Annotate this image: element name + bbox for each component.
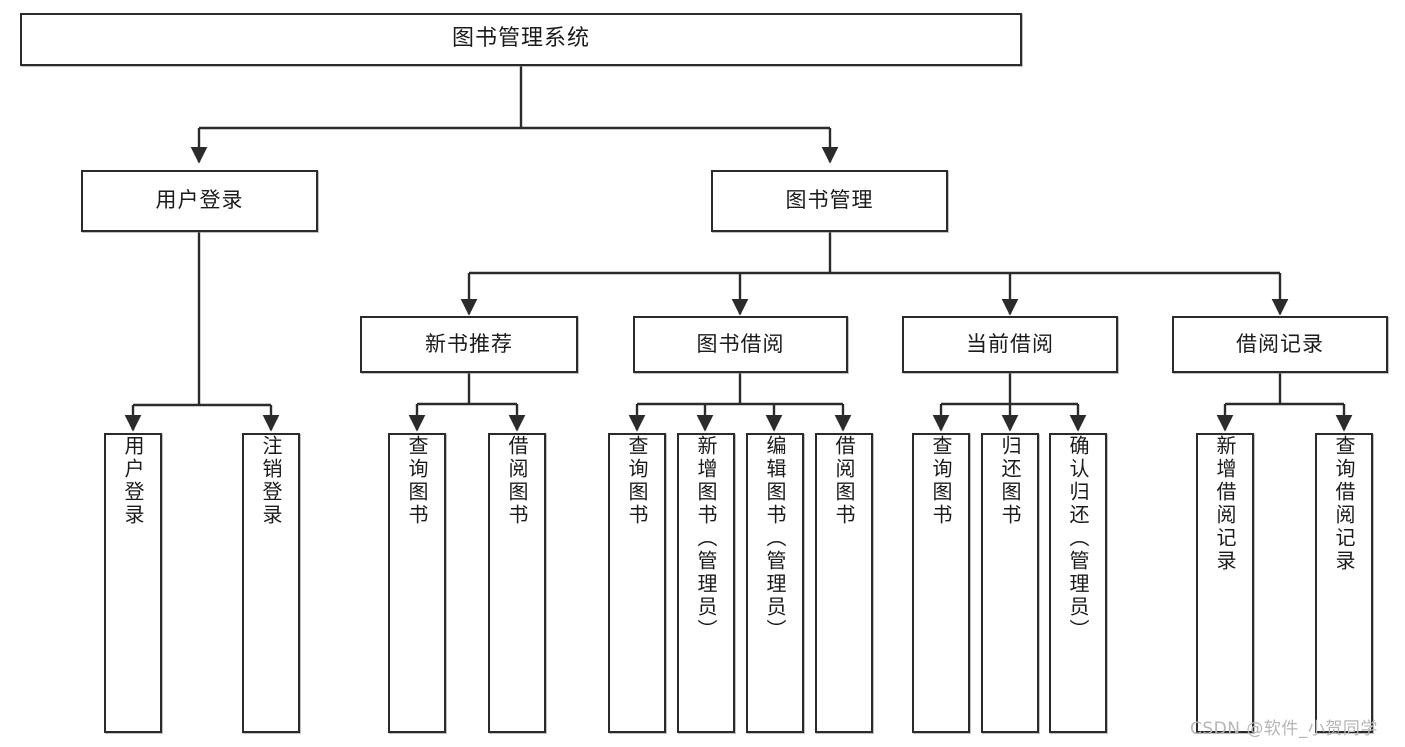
node-user-login[interactable]: 用户登录 xyxy=(81,170,318,232)
leaf-book-borrow-edit-book-admin[interactable]: 编辑图书（管理员） xyxy=(746,433,804,733)
leaf-book-borrow-add-book-admin[interactable]: 新增图书（管理员） xyxy=(677,433,735,733)
leaf-current-borrow-query-book[interactable]: 查询图书 xyxy=(912,433,970,733)
node-label: 新增图书（管理员） xyxy=(694,435,718,642)
leaf-user-login-login[interactable]: 用户登录 xyxy=(104,433,162,733)
node-label: 图书借阅 xyxy=(696,331,785,356)
node-label: 查询借阅记录 xyxy=(1332,435,1356,573)
node-label: 查询图书 xyxy=(929,435,953,527)
node-label: 新增借阅记录 xyxy=(1213,435,1237,573)
leaf-new-book-borrow-book[interactable]: 借阅图书 xyxy=(488,433,546,733)
node-label: 归还图书 xyxy=(998,435,1022,527)
node-label: 图书管理 xyxy=(785,188,874,213)
node-label: 查询图书 xyxy=(405,435,429,527)
node-label: 确认归还（管理员） xyxy=(1066,435,1090,642)
node-label: 查询图书 xyxy=(625,435,649,527)
leaf-borrow-record-add-record[interactable]: 新增借阅记录 xyxy=(1196,433,1254,733)
watermark: CSDN @软件_小贺同学 xyxy=(1190,719,1378,739)
node-label: 借阅图书 xyxy=(505,435,529,527)
node-label: 借阅图书 xyxy=(832,435,856,527)
leaf-current-borrow-return-book[interactable]: 归还图书 xyxy=(981,433,1039,733)
node-borrow-record[interactable]: 借阅记录 xyxy=(1172,316,1388,373)
node-new-book-recommend[interactable]: 新书推荐 xyxy=(360,316,578,373)
node-label: 用户登录 xyxy=(121,435,145,527)
leaf-user-login-logout[interactable]: 注销登录 xyxy=(242,433,300,733)
node-label: 当前借阅 xyxy=(966,331,1054,356)
node-label: 注销登录 xyxy=(259,435,283,527)
leaf-current-borrow-confirm-return-admin[interactable]: 确认归还（管理员） xyxy=(1049,433,1107,733)
leaf-book-borrow-borrow-book[interactable]: 借阅图书 xyxy=(815,433,873,733)
node-label: 新书推荐 xyxy=(425,331,513,356)
leaf-book-borrow-query-book[interactable]: 查询图书 xyxy=(608,433,666,733)
leaf-borrow-record-query-record[interactable]: 查询借阅记录 xyxy=(1315,433,1373,733)
node-label: 编辑图书（管理员） xyxy=(763,435,787,642)
node-book-borrow[interactable]: 图书借阅 xyxy=(633,316,848,373)
node-book-management[interactable]: 图书管理 xyxy=(711,170,948,232)
node-root-book-management-system[interactable]: 图书管理系统 xyxy=(20,13,1022,66)
node-label: 借阅记录 xyxy=(1236,331,1324,356)
node-label: 图书管理系统 xyxy=(451,26,590,52)
node-current-borrow[interactable]: 当前借阅 xyxy=(902,316,1118,373)
leaf-new-book-query-book[interactable]: 查询图书 xyxy=(388,433,446,733)
node-label: 用户登录 xyxy=(155,188,244,213)
